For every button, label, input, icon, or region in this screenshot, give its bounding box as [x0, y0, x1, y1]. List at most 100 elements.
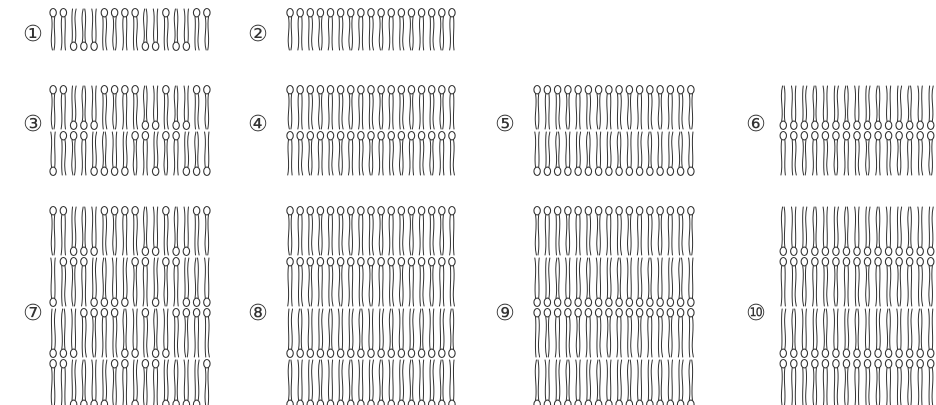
lipid-tail [332, 266, 333, 306]
lipid-tail [900, 266, 901, 306]
lipid-tail [631, 258, 632, 298]
lipid-head [50, 360, 56, 368]
lipid-head [204, 360, 210, 368]
lipid-tail [450, 309, 451, 349]
lipid-tail [195, 258, 196, 298]
lipid-tail [82, 360, 83, 400]
lipid-tail [412, 94, 413, 129]
lipid-tail [813, 140, 814, 175]
lipid-tail [535, 94, 536, 129]
lipid-head [864, 247, 870, 255]
lipid-head [327, 258, 333, 266]
lipid-tail [566, 317, 567, 357]
lipid-tail [932, 86, 933, 121]
lipid-tail [897, 140, 898, 175]
lipid-head [408, 86, 414, 94]
panel-4: ④ [248, 86, 455, 176]
lipid-tail [784, 86, 785, 121]
lipid-head [647, 400, 653, 405]
lipid-tail [103, 94, 104, 129]
lipid-tail [208, 17, 209, 50]
lipid-tail [85, 86, 86, 121]
lipid-head [595, 207, 601, 215]
panel-2: ② [248, 9, 455, 51]
lipid-head [928, 121, 934, 129]
lipid-head [358, 349, 364, 357]
lipid-head [544, 309, 550, 317]
lipid-head [812, 360, 818, 368]
lipid-tail [82, 266, 83, 306]
lipid-tail [597, 360, 598, 400]
lipid-head [885, 349, 891, 357]
lipid-head [183, 400, 189, 405]
lipid-tail [869, 207, 870, 247]
lipid-tail [596, 258, 597, 298]
lipid-tail [55, 132, 56, 167]
lipid-head [378, 349, 384, 357]
lipid-head [449, 132, 455, 140]
lipid-head [917, 349, 923, 357]
lipid-head [833, 258, 839, 266]
lipid-tail [208, 215, 209, 255]
lipid-head [928, 349, 934, 357]
lipid-head [595, 167, 601, 175]
lipid-tail [784, 207, 785, 247]
lipid-head [163, 9, 169, 17]
lipid-tail [535, 215, 536, 255]
lipid-layer [534, 86, 694, 130]
lipid-head [677, 298, 683, 306]
lipid-head [398, 86, 404, 94]
lipid-tail [897, 266, 898, 306]
lipid-tail [813, 309, 814, 349]
lipid-tail [845, 207, 846, 247]
lipid-tail [392, 309, 393, 349]
lipid-layer [780, 258, 934, 307]
lipid-head [358, 9, 364, 17]
lipid-head [378, 207, 384, 215]
lipid-head [70, 400, 76, 405]
lipid-tail [569, 215, 570, 255]
lipid-tail [848, 140, 849, 175]
lipid-head [864, 349, 870, 357]
lipid-head [677, 400, 683, 405]
lipid-head [60, 132, 66, 140]
lipid-head [398, 400, 404, 405]
lipid-tail [147, 140, 148, 175]
lipid-head [688, 86, 694, 94]
lipid-head [111, 298, 117, 306]
lipid-head [677, 309, 683, 317]
lipid-tail [291, 215, 292, 255]
lipid-tail [123, 132, 124, 167]
lipid-tail [144, 9, 145, 42]
lipid-tail [682, 317, 683, 357]
lipid-tail [638, 258, 639, 298]
lipid-tail [440, 266, 441, 306]
lipid-tail [382, 360, 383, 400]
lipid-head [636, 298, 642, 306]
lipid-head [408, 207, 414, 215]
lipid-tail [379, 266, 380, 306]
lipid-head [101, 298, 107, 306]
lipid-head [843, 121, 849, 129]
panel-8: ⑧ [248, 207, 455, 405]
lipid-tail [617, 360, 618, 400]
lipid-tail [450, 266, 451, 306]
lipid-head [885, 132, 891, 140]
lipid-head [297, 400, 303, 405]
lipid-head [885, 258, 891, 266]
lipid-tail [116, 94, 117, 129]
lipid-tail [308, 266, 309, 306]
lipid-head [163, 258, 169, 266]
lipid-tail [51, 17, 52, 50]
lipid-head [544, 167, 550, 175]
lipid-tail [671, 317, 672, 357]
lipid-tail [164, 309, 165, 349]
lipid-head [418, 349, 424, 357]
lipid-tail [133, 140, 134, 175]
lipid-tail [352, 215, 353, 255]
lipid-tail [679, 258, 680, 298]
lipid-head [204, 298, 210, 306]
lipid-tail [409, 266, 410, 306]
lipid-tail [610, 258, 611, 298]
lipid-tail [312, 309, 313, 349]
